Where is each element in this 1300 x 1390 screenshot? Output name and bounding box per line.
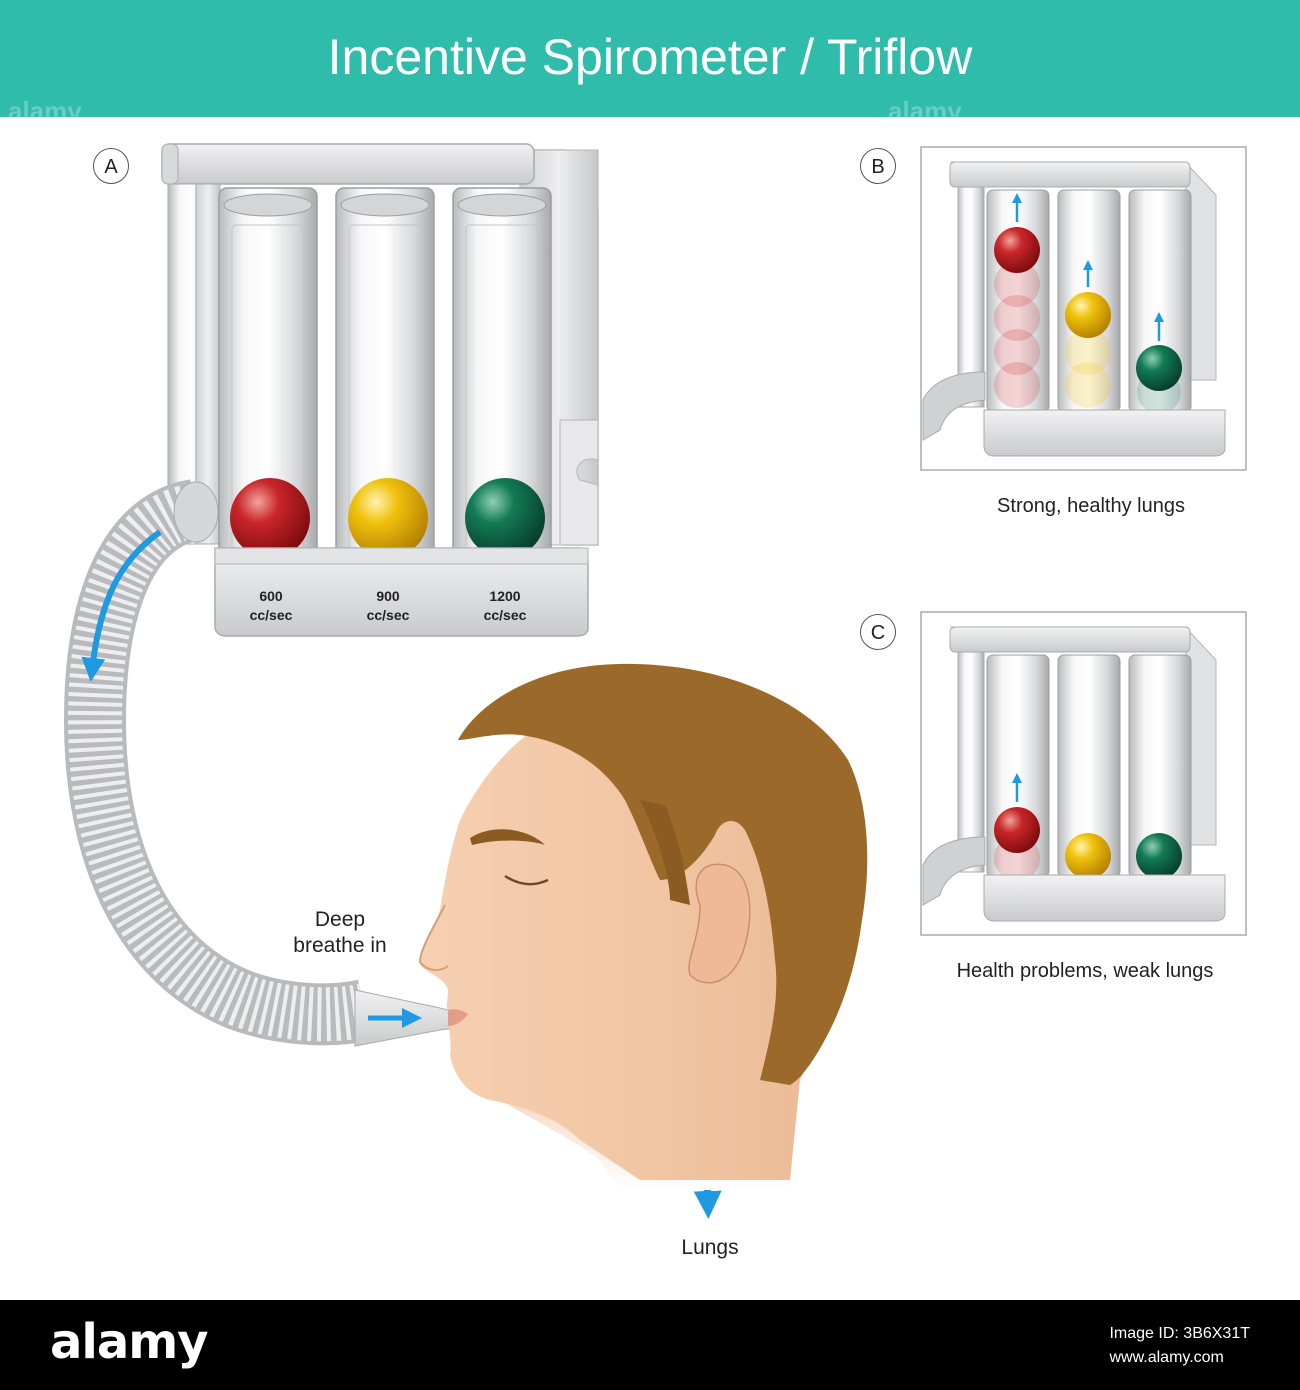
panel-c-frame [920,611,1247,936]
footer-credit: Image ID: 3B6X31T www.alamy.com [1109,1322,1250,1370]
alamy-logo: alamy [50,1314,209,1370]
green-ball [1136,345,1182,391]
panel-c-caption: Health problems, weak lungs [956,960,1214,982]
page-title: Incentive Spirometer / Triflow [327,29,973,85]
breathe-label: Deep breathe in [293,908,387,957]
ear [688,863,751,984]
spirometer-device-a [161,143,599,637]
stock-footer: alamy Image ID: 3B6X31T www.alamy.com [0,1300,1300,1390]
panel-b-frame [920,146,1247,471]
hair [458,663,868,1085]
title-banner: Incentive Spirometer / Triflow alamy ala… [0,0,1300,126]
watermark-text: alamy [888,96,962,126]
red-ball [994,227,1040,273]
panel-a-badge: A [93,148,129,184]
green-ball [465,478,545,558]
image-id-text: Image ID: 3B6X31T [1109,1325,1250,1342]
scale-label-900: 900 cc/sec [366,588,410,623]
panel-b-caption: Strong, healthy lungs [997,495,1185,517]
panel-b-badge: B [860,148,896,184]
green-ball [1136,833,1182,879]
patient-head [418,663,868,1190]
spirometer-illustration [63,143,1247,1219]
watermark-text: alamy [8,96,82,126]
red-ball [994,807,1040,853]
yellow-ball [1065,292,1111,338]
yellow-ball [1065,833,1111,879]
red-ball [230,478,310,558]
flow-arrow-hose [81,529,162,682]
panel-c-badge: C [860,614,896,650]
site-url-text: www.alamy.com [1109,1349,1224,1366]
lungs-label: Lungs [681,1236,739,1259]
scale-label-600: 600 cc/sec [249,588,293,623]
scale-label-1200: 1200 cc/sec [483,588,527,623]
yellow-ball [348,478,428,558]
